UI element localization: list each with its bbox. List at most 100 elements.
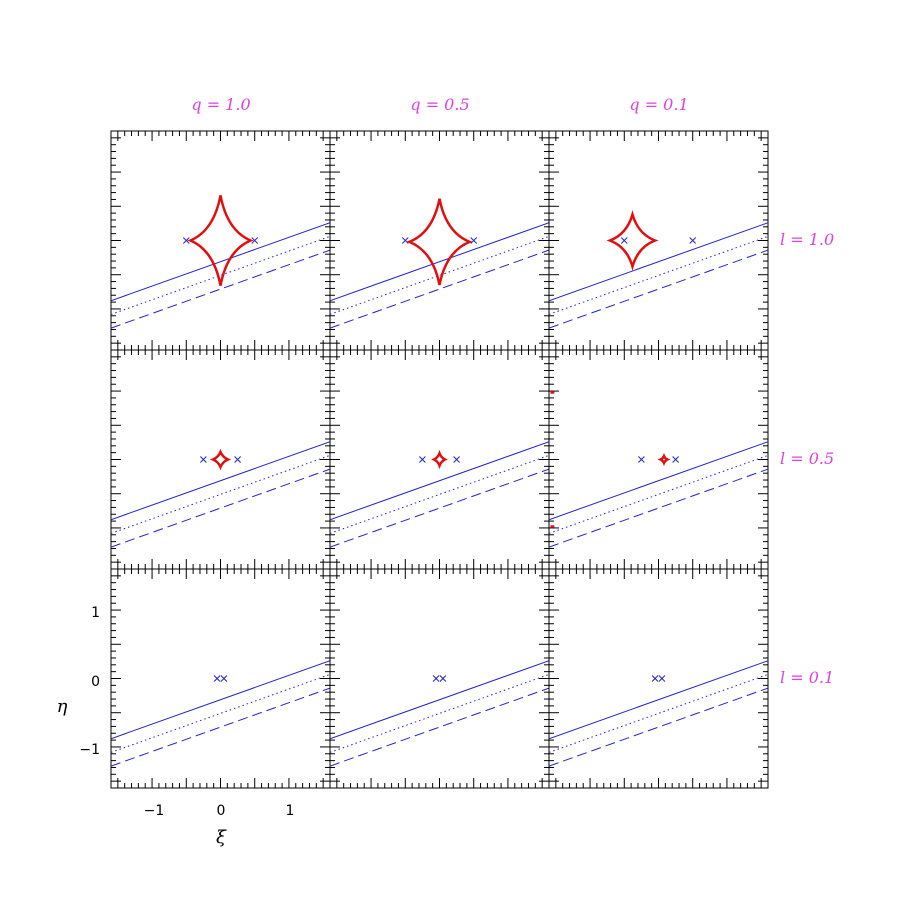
panel-content [111, 195, 330, 329]
lens-mass-marker [439, 675, 447, 682]
panel [329, 349, 550, 570]
trajectory-solid-line [549, 222, 768, 302]
x-axis-label: ξ [216, 827, 227, 848]
lens-mass-stroke [453, 456, 460, 463]
lens-mass-marker [182, 237, 190, 244]
trajectory-dotted-line [330, 235, 549, 315]
lens-mass-stroke [432, 675, 440, 682]
caustic-curve [209, 448, 232, 471]
lens-mass-marker [200, 456, 207, 463]
row-label-l-0.5: l = 0.5 [780, 449, 834, 468]
lens-mass-marker [672, 456, 679, 463]
panel-content [111, 660, 330, 767]
y-tick-label: 0 [91, 674, 100, 690]
trajectory-solid-line [549, 441, 768, 521]
caustic-curve [606, 210, 659, 271]
lens-mass-marker [220, 675, 228, 682]
trajectory-dotted-line [549, 235, 768, 315]
lens-mass-marker [432, 675, 440, 682]
lens-mass-marker [251, 237, 259, 244]
lens-mass-marker [234, 456, 241, 463]
y-axis-label: η [57, 696, 68, 717]
lens-mass-stroke [439, 675, 447, 682]
trajectory-dashed-line [111, 468, 330, 548]
panels [110, 130, 769, 789]
panel [548, 130, 769, 351]
panel [329, 130, 550, 351]
trajectory-solid-line [111, 660, 330, 740]
panel [110, 568, 331, 789]
lens-mass-marker [638, 456, 645, 463]
panel [110, 349, 331, 570]
lens-mass-stroke [213, 675, 221, 682]
row-label-l-1.0: l = 1.0 [780, 230, 834, 249]
lens-mass-marker [651, 675, 659, 682]
panel-frame [110, 130, 331, 351]
trajectory-dotted-line [330, 454, 549, 534]
trajectory-solid-line [111, 222, 330, 302]
lens-mass-stroke [638, 456, 645, 463]
panel-frame [329, 130, 550, 351]
lens-mass-stroke [251, 237, 259, 244]
trajectory-dashed-line [111, 249, 330, 329]
lens-mass-stroke [672, 456, 679, 463]
panel-content [549, 660, 768, 767]
trajectory-dashed-line [330, 687, 549, 767]
trajectory-dotted-line [111, 673, 330, 753]
x-tick-label: 0 [217, 803, 226, 819]
trajectory-dashed-line [549, 687, 768, 767]
lens-mass-stroke [651, 675, 659, 682]
panel-frame [329, 349, 550, 570]
trajectory-dotted-line [549, 454, 768, 534]
y-tick-label: 1 [91, 605, 100, 621]
trajectory-dashed-line [549, 468, 768, 548]
lens-mass-stroke [658, 675, 666, 682]
caustic-curve [187, 195, 254, 286]
panel-frame [329, 568, 550, 789]
trajectory-dashed-line [330, 468, 549, 548]
lens-mass-marker [213, 675, 221, 682]
x-tick-label: 1 [286, 803, 295, 819]
lens-mass-marker [689, 237, 697, 244]
lens-mass-stroke [620, 237, 628, 244]
lens-mass-marker [453, 456, 460, 463]
trajectory-dotted-line [549, 673, 768, 753]
trajectory-dotted-line [111, 454, 330, 534]
trajectory-solid-line [111, 441, 330, 521]
panel-content [330, 198, 549, 329]
lens-mass-stroke [689, 237, 697, 244]
lens-mass-marker [620, 237, 628, 244]
lens-mass-stroke [419, 456, 426, 463]
lens-mass-stroke [234, 456, 241, 463]
trajectory-solid-line [330, 222, 549, 302]
trajectory-dashed-line [549, 249, 768, 329]
column-label-q-0.5: q = 0.5 [410, 95, 469, 114]
trajectory-dotted-line [330, 673, 549, 753]
lens-mass-marker [401, 237, 409, 244]
lens-mass-stroke [220, 675, 228, 682]
panel [329, 568, 550, 789]
panel [548, 349, 769, 570]
lens-mass-marker [419, 456, 426, 463]
panel-frame [548, 568, 769, 789]
panel-content [330, 660, 549, 767]
lens-mass-marker [470, 237, 478, 244]
trajectory-dashed-line [111, 687, 330, 767]
caustic-curve [406, 198, 473, 286]
column-label-q-0.1: q = 0.1 [629, 95, 688, 114]
lens-mass-stroke [470, 237, 478, 244]
trajectory-dashed-line [330, 249, 549, 329]
x-tick-label: −1 [144, 803, 165, 819]
caustic-curve [657, 452, 671, 467]
row-label-l-0.1: l = 0.1 [780, 668, 834, 687]
trajectory-solid-line [330, 660, 549, 740]
panel [110, 130, 331, 351]
panel-content [549, 391, 768, 548]
caustic-curve [431, 449, 448, 470]
panel-content [330, 441, 549, 548]
lens-mass-stroke [200, 456, 207, 463]
trajectory-solid-line [330, 441, 549, 521]
panel [548, 568, 769, 789]
panel-frame [110, 568, 331, 789]
panel-content [549, 210, 768, 329]
